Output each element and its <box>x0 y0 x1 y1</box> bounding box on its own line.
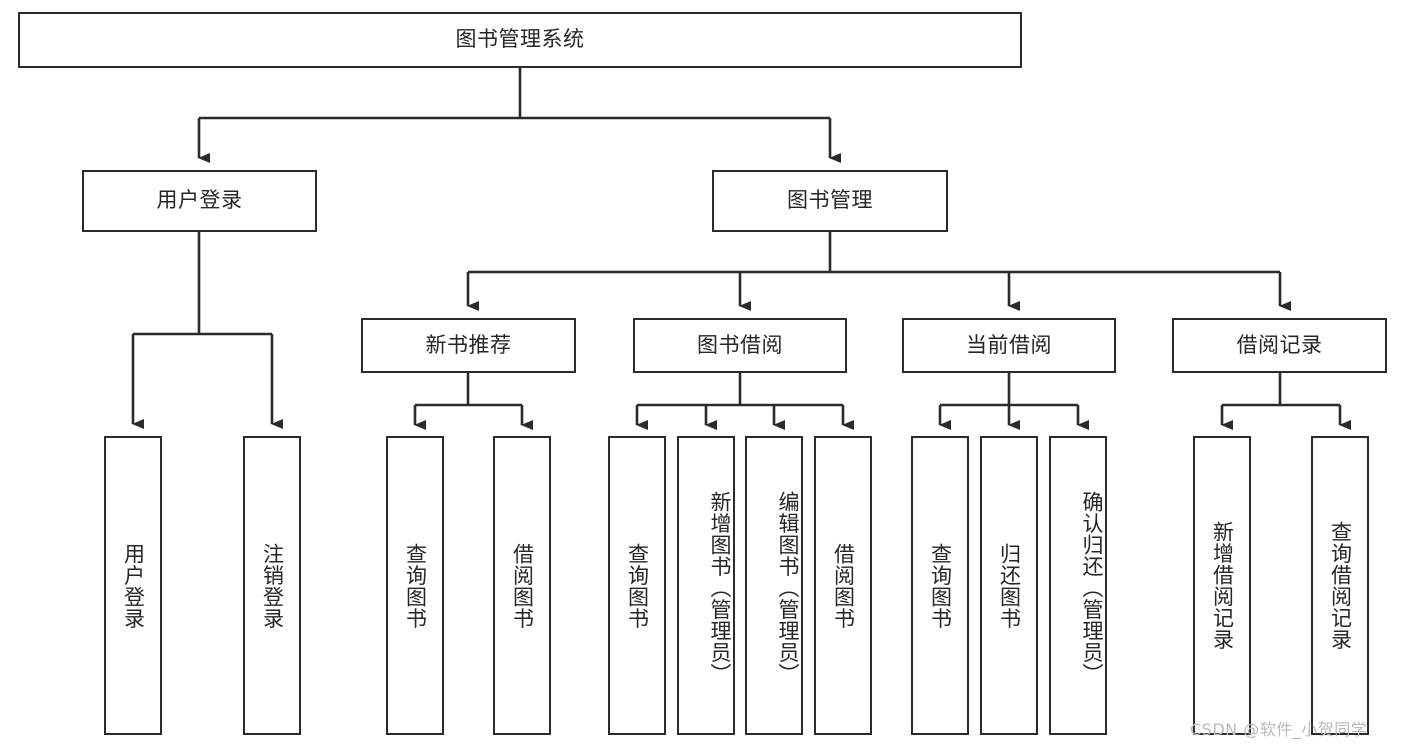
node-book-borrow-label: 图书借阅 <box>697 332 783 357</box>
node-book-management-label: 图书管理 <box>787 188 873 213</box>
leaf-add-borrow-record-label: 新增借阅记录 <box>1210 521 1235 650</box>
leaf-borrow-book-label: 借阅图书 <box>831 542 856 629</box>
node-user-login-label: 用户登录 <box>156 188 243 213</box>
leaf-return-book-label: 归还图书 <box>997 542 1022 629</box>
leaf-user-login-label: 用户登录 <box>121 542 146 629</box>
leaf-query-book-current[interactable]: 查询图书 <box>911 436 969 735</box>
leaf-borrow-book[interactable]: 借阅图书 <box>814 436 872 735</box>
node-book-management[interactable]: 图书管理 <box>712 170 948 232</box>
node-current-borrow[interactable]: 当前借阅 <box>902 318 1116 373</box>
leaf-query-book-recommend[interactable]: 查询图书 <box>386 436 444 735</box>
leaf-query-book-current-label: 查询图书 <box>928 542 953 629</box>
node-borrow-record-label: 借阅记录 <box>1236 332 1323 357</box>
leaf-return-book[interactable]: 归还图书 <box>980 436 1038 735</box>
leaf-query-book-borrow-label: 查询图书 <box>625 542 650 629</box>
leaf-logout-label: 注销登录 <box>260 542 285 629</box>
leaf-add-book-admin-label: 新增图书（管理员） <box>708 490 732 685</box>
leaf-add-book-admin[interactable]: 新增图书（管理员） <box>677 436 735 735</box>
leaf-query-borrow-record[interactable]: 查询借阅记录 <box>1311 436 1369 735</box>
leaf-borrow-book-recommend-label: 借阅图书 <box>510 542 535 629</box>
leaf-user-login[interactable]: 用户登录 <box>104 436 162 735</box>
node-book-borrow[interactable]: 图书借阅 <box>633 318 847 373</box>
leaf-logout[interactable]: 注销登录 <box>243 436 301 735</box>
node-current-borrow-label: 当前借阅 <box>966 332 1052 357</box>
leaf-query-book-borrow[interactable]: 查询图书 <box>608 436 666 735</box>
node-new-book-recommend[interactable]: 新书推荐 <box>361 318 576 373</box>
leaf-borrow-book-recommend[interactable]: 借阅图书 <box>493 436 551 735</box>
leaf-edit-book-admin[interactable]: 编辑图书（管理员） <box>745 436 803 735</box>
leaf-edit-book-admin-label: 编辑图书（管理员） <box>776 490 800 685</box>
leaf-query-book-recommend-label: 查询图书 <box>403 542 428 629</box>
node-root[interactable]: 图书管理系统 <box>18 12 1022 68</box>
node-user-login[interactable]: 用户登录 <box>82 170 317 232</box>
watermark: CSDN @软件_小贺同学 <box>1190 720 1368 739</box>
leaf-confirm-return-admin[interactable]: 确认归还（管理员） <box>1049 436 1107 735</box>
leaf-confirm-return-admin-label: 确认归还（管理员） <box>1080 490 1104 685</box>
node-new-book-recommend-label: 新书推荐 <box>425 332 512 357</box>
leaf-query-borrow-record-label: 查询借阅记录 <box>1328 521 1353 650</box>
node-root-label: 图书管理系统 <box>455 27 585 52</box>
node-borrow-record[interactable]: 借阅记录 <box>1172 318 1387 373</box>
leaf-add-borrow-record[interactable]: 新增借阅记录 <box>1193 436 1251 735</box>
